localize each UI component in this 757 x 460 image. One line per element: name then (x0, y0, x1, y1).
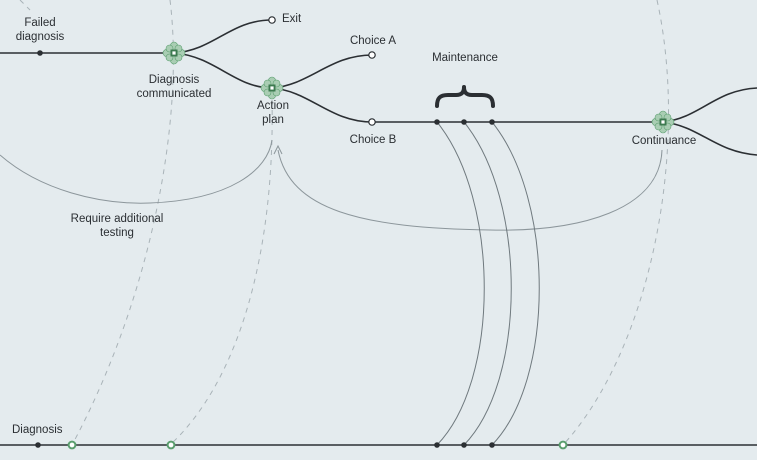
node-exit (268, 16, 276, 24)
hub-diagnosis-communicated (162, 41, 186, 65)
node-failed-diagnosis (37, 50, 43, 56)
dashed-guide-3 (562, 0, 669, 446)
label-action-plan: Action plan (257, 100, 289, 126)
node-choice-a (368, 51, 376, 59)
maintenance-brace (435, 85, 495, 108)
branch-continuance-down (662, 121, 757, 156)
dashed-guide-2 (169, 99, 273, 446)
node-maintenance-1 (434, 119, 440, 125)
node-diagnosis (35, 442, 41, 448)
label-failed-diagnosis: Failed diagnosis (15, 17, 65, 43)
branch-action (173, 52, 273, 89)
maintenance-link-2 (463, 121, 512, 446)
node-maintenance-3 (489, 119, 495, 125)
label-require-testing: Require additional testing (70, 213, 164, 239)
node-green-bottom-2 (166, 440, 176, 450)
node-maintenance-2 (461, 119, 467, 125)
dashed-guide-4 (19, 0, 31, 11)
node-green-bottom-1 (67, 440, 77, 450)
label-exit: Exit (282, 13, 302, 25)
node-bottom-maint-2 (461, 442, 467, 448)
branch-choice-a (271, 54, 373, 89)
hub-action-plan (260, 76, 284, 100)
hub-continuance (651, 110, 675, 134)
label-maintenance: Maintenance (432, 52, 498, 64)
node-choice-b (368, 118, 376, 126)
branch-choice-b (271, 87, 373, 123)
label-continuance: Continuance (631, 135, 697, 147)
label-diagnosis: Diagnosis (12, 424, 63, 436)
maintenance-link-1 (436, 121, 485, 446)
branch-continuance-up (662, 87, 757, 123)
node-bottom-maint-1 (434, 442, 440, 448)
maintenance-link-3 (491, 121, 540, 446)
loop-continuance (277, 149, 663, 231)
node-bottom-maint-3 (489, 442, 495, 448)
label-choice-a: Choice A (349, 35, 397, 47)
label-choice-b: Choice B (349, 134, 397, 146)
node-green-bottom-3 (558, 440, 568, 450)
branch-exit (173, 19, 273, 54)
loop-require-testing (0, 139, 273, 204)
label-diagnosis-communicated: Diagnosis communicated (136, 74, 212, 100)
loop-arrowhead (273, 144, 283, 155)
